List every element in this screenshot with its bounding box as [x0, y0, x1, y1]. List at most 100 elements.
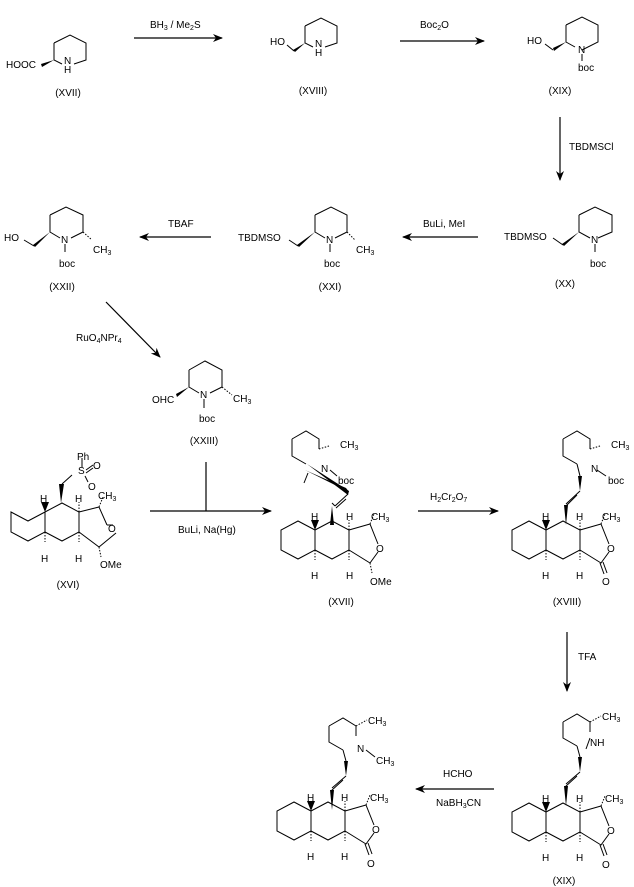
svg-text:CH3: CH3 [93, 245, 111, 257]
compound-label: (XXIII) [190, 436, 218, 447]
svg-text:H: H [75, 494, 82, 505]
svg-text:N: N [315, 39, 322, 50]
svg-text:TBDMSO: TBDMSO [504, 232, 547, 243]
svg-text:CH3: CH3 [356, 245, 374, 257]
svg-text:N: N [326, 235, 333, 246]
svg-text:H: H [576, 794, 583, 805]
svg-text:O: O [367, 859, 375, 870]
compound-xvi-sulfone: Ph S O O H H H H CH3 O OMe (XVI) [10, 452, 122, 591]
reagent-label: H2Cr2O7 [430, 492, 467, 504]
compound-label: (XXII) [49, 282, 75, 293]
reaction-arrow-10: HCHO NaBH3CN [415, 769, 494, 810]
svg-text:CH3: CH3 [602, 512, 620, 524]
svg-text:boc: boc [590, 259, 606, 270]
svg-text:H: H [307, 793, 314, 804]
svg-text:O: O [376, 544, 384, 555]
svg-text:H: H [75, 554, 82, 565]
svg-text:H: H [542, 571, 549, 582]
svg-text:boc: boc [578, 63, 594, 74]
svg-text:N: N [357, 744, 364, 755]
compound-xxi-methylated: TBDMSO N CH3 boc (XXI) [238, 206, 374, 293]
compound-xviii-piperidinemethanol: HO N H (XVIII) [270, 17, 338, 97]
svg-text:boc: boc [59, 259, 75, 270]
compound-xix-boc-piperidinemethanol: HO N boc (XIX) [527, 16, 599, 97]
reaction-arrow-3: TBDMSCl [556, 117, 613, 181]
svg-text:HO: HO [527, 36, 542, 47]
svg-text:H: H [341, 793, 348, 804]
compound-label: (XVI) [57, 580, 80, 591]
reaction-arrow-7: BuLi, Na(Hg) [150, 462, 272, 536]
svg-text:O: O [93, 461, 101, 472]
svg-text:N: N [578, 45, 585, 56]
svg-text:O: O [607, 544, 615, 555]
svg-text:O: O [602, 860, 610, 871]
svg-text:H: H [41, 554, 48, 565]
svg-text:HO: HO [270, 37, 285, 48]
compound-final-n-methyl: CH3 N CH3 H H H H CH3 O O [276, 716, 394, 870]
compound-xix-free-amine: CH3 NH H H H H CH3 O O (XIX) [511, 712, 623, 887]
svg-text:H: H [315, 48, 322, 59]
svg-text:boc: boc [338, 476, 354, 487]
reagent-label: TFA [578, 652, 597, 663]
svg-text:CH3: CH3 [340, 440, 358, 452]
svg-text:H: H [346, 571, 353, 582]
svg-text:CH3: CH3 [368, 716, 386, 728]
svg-text:S: S [78, 466, 85, 477]
reagent-label-bottom: NaBH3CN [436, 798, 481, 810]
reaction-arrow-2: Boc2O [400, 20, 485, 45]
reaction-arrow-9: TFA [563, 632, 597, 692]
svg-text:H: H [341, 852, 348, 863]
compound-xxii-alcohol: HO N CH3 boc (XXII) [4, 206, 111, 293]
compound-label: (XVII) [328, 597, 354, 608]
svg-text:N: N [64, 56, 71, 67]
compound-label: (XIX) [549, 86, 572, 97]
reaction-arrow-1: BH3 / Me2S [134, 20, 223, 42]
compound-xxiii-aldehyde: OHC N CH3 boc (XXIII) [152, 360, 251, 447]
svg-text:TBDMSO: TBDMSO [238, 233, 281, 244]
svg-text:CH3: CH3 [376, 756, 394, 768]
compound-label: (XXI) [319, 282, 342, 293]
svg-text:CH3: CH3 [98, 491, 116, 503]
reaction-arrow-6: RuO4NPr4 [76, 301, 161, 358]
svg-text:O: O [88, 482, 96, 493]
ring-bonds [53, 34, 87, 65]
reagent-label: BH3 / Me2S [150, 20, 201, 32]
svg-text:Ph: Ph [77, 452, 89, 463]
reagent-label: Boc2O [420, 20, 449, 32]
svg-text:CH3: CH3 [370, 793, 388, 805]
svg-text:H: H [346, 512, 353, 523]
svg-text:CH3: CH3 [611, 440, 629, 452]
reaction-arrow-8: H2Cr2O7 [418, 492, 499, 515]
compound-xvii-coupled-olefin: CH3 N boc H H H H CH3 O OMe (XVII) [280, 430, 392, 608]
svg-text:CH3: CH3 [602, 712, 620, 724]
svg-text:H: H [542, 794, 549, 805]
svg-text:CH3: CH3 [605, 794, 623, 806]
svg-text:N: N [591, 235, 598, 246]
compound-label: (XVIII) [553, 597, 581, 608]
svg-text:H: H [542, 853, 549, 864]
svg-text:O: O [607, 826, 615, 837]
svg-text:O: O [372, 825, 380, 836]
svg-text:HO: HO [4, 233, 19, 244]
reagent-label: TBAF [168, 219, 194, 230]
compound-label: (XVII) [55, 88, 81, 99]
svg-text:H: H [576, 853, 583, 864]
compound-label: (XX) [555, 279, 575, 290]
compound-label: (XIX) [553, 876, 576, 887]
svg-text:H: H [542, 512, 549, 523]
svg-text:NH: NH [590, 738, 604, 749]
svg-text:H: H [307, 852, 314, 863]
svg-text:boc: boc [199, 414, 215, 425]
svg-text:OHC: OHC [152, 395, 174, 406]
svg-text:H: H [576, 512, 583, 523]
reagent-label: BuLi, Na(Hg) [178, 525, 236, 536]
wedge-bond [41, 60, 54, 67]
svg-text:boc: boc [324, 259, 340, 270]
svg-text:H: H [311, 512, 318, 523]
compound-xx-tbdms-ether: TBDMSO N boc (XX) [504, 206, 613, 290]
svg-text:N: N [200, 390, 207, 401]
svg-text:N: N [61, 235, 68, 246]
svg-text:O: O [108, 524, 116, 535]
reaction-arrow-4: BuLi, MeI [402, 219, 478, 241]
